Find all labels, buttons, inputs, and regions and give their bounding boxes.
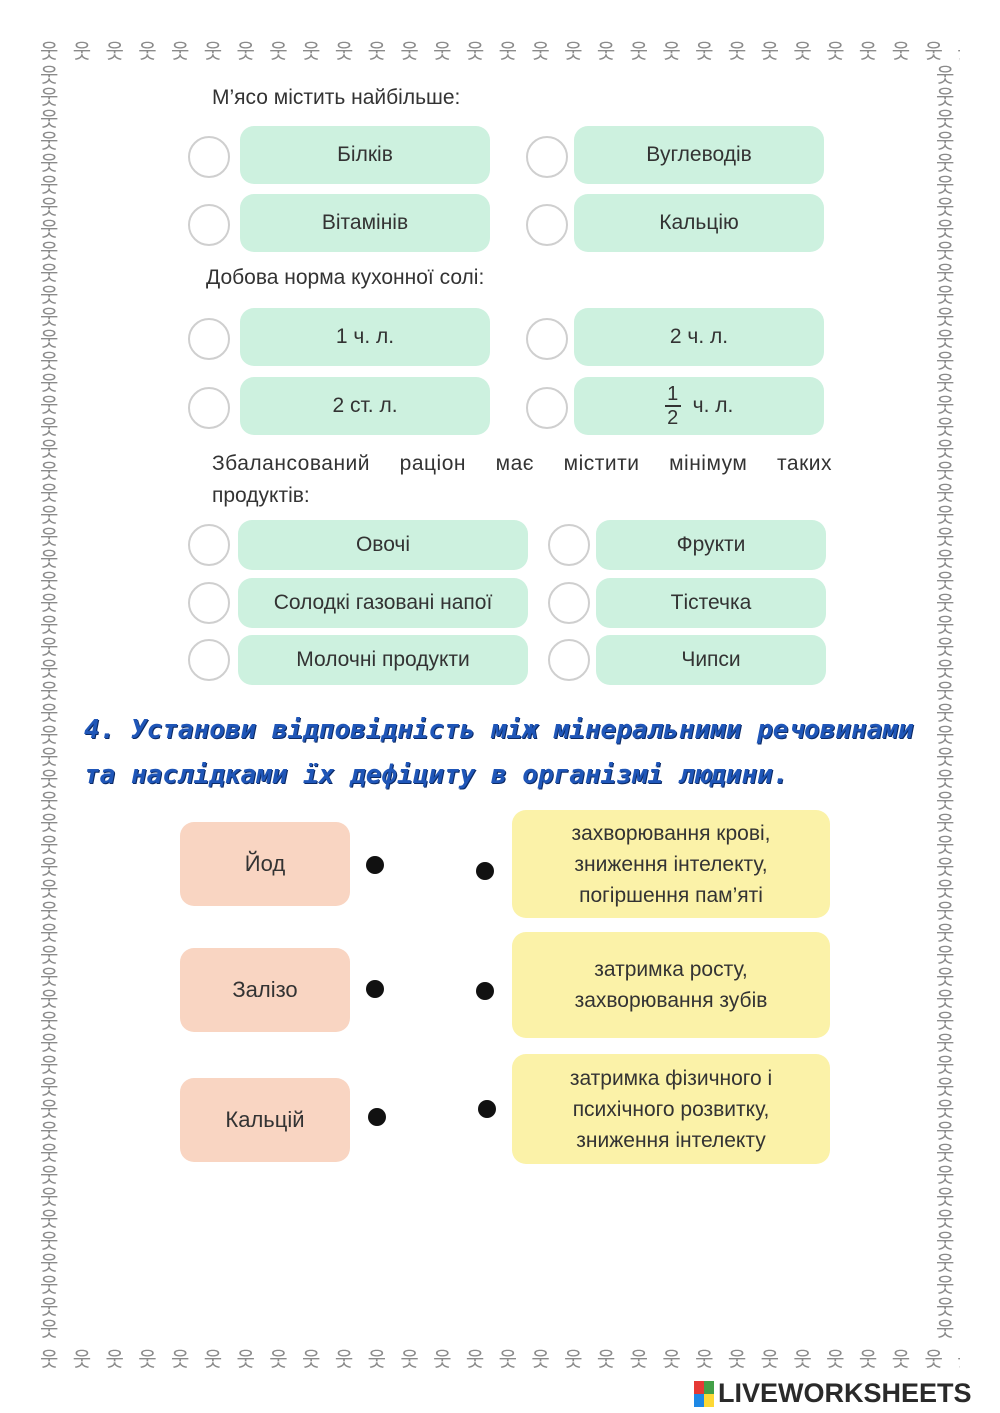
answer-option[interactable]: Молочні продукти [238, 635, 528, 685]
logo-icon-cell [694, 1393, 704, 1407]
mineral-box: Кальцій [180, 1078, 350, 1162]
match-dot-right[interactable] [478, 1100, 496, 1118]
answer-option[interactable]: Чипси [596, 635, 826, 685]
question-diet-line1: Збалансований раціон має містити мінімум… [212, 452, 832, 475]
answer-radio[interactable] [188, 318, 230, 360]
deficiency-line: погіршення пам’яті [579, 883, 763, 907]
task-heading: 4. Установи відповідність між мінеральни… [84, 708, 944, 798]
answer-checkbox[interactable] [548, 582, 590, 624]
answer-option[interactable]: Кальцію [574, 194, 824, 252]
border-top: 웃 웃 웃 웃 웃 웃 웃 웃 웃 웃 웃 웃 웃 웃 웃 웃 웃 웃 웃 웃 … [40, 40, 960, 63]
logo-icon-cell [704, 1380, 714, 1394]
deficiency-box: захворювання крові, зниження інтелекту, … [512, 810, 830, 918]
deficiency-line: захворювання зубів [574, 989, 768, 1012]
answer-option[interactable]: Фрукти [596, 520, 826, 570]
answer-option[interactable]: 1 ч. л. [240, 308, 490, 366]
deficiency-line: захворювання крові, [571, 821, 771, 845]
answer-option[interactable]: 2 ч. л. [574, 308, 824, 366]
deficiency-line: затримка фізичного і [569, 1066, 773, 1090]
answer-radio[interactable] [188, 387, 230, 429]
logo-icon-cell [704, 1393, 714, 1407]
match-dot-left[interactable] [366, 980, 384, 998]
border-right: 웃웃웃웃웃웃웃웃웃웃웃웃웃웃웃웃웃웃웃웃웃웃웃웃웃웃웃웃웃웃웃웃웃웃웃웃웃웃웃웃… [936, 64, 955, 1341]
answer-checkbox[interactable] [188, 639, 230, 681]
match-dot-right[interactable] [476, 982, 494, 1000]
answer-option[interactable]: Білків [240, 126, 490, 184]
fraction-bar [664, 405, 681, 407]
question-salt: Добова норма кухонної солі: [206, 266, 485, 289]
deficiency-line: психічного розвитку, [572, 1097, 770, 1121]
answer-option[interactable]: 2 ст. л. [240, 377, 490, 435]
deficiency-box: затримка росту, захворювання зубів [512, 932, 830, 1038]
match-dot-left[interactable] [366, 856, 384, 874]
answer-radio[interactable] [188, 136, 230, 178]
mineral-box: Йод [180, 822, 350, 906]
answer-option[interactable]: Тістечка [596, 578, 826, 628]
answer-checkbox[interactable] [548, 524, 590, 566]
fraction-numerator: 1 [667, 383, 679, 405]
match-dot-right[interactable] [476, 862, 494, 880]
deficiency-line: зниження інтелекту [576, 1128, 766, 1152]
answer-checkbox[interactable] [548, 639, 590, 681]
task-heading-line1: 4. Установи відповідність між мінеральни… [84, 715, 914, 745]
logo-icon [694, 1380, 714, 1407]
mineral-box: Залізо [180, 948, 350, 1032]
deficiency-line: зниження інтелекту, [574, 852, 768, 876]
task-heading-line2: та наслідками їх дефіциту в організмі лю… [84, 760, 789, 790]
deficiency-line: затримка росту, [594, 958, 748, 981]
fraction-suffix: ч. л. [692, 394, 734, 417]
answer-radio[interactable] [526, 136, 568, 178]
deficiency-box: затримка фізичного і психічного розвитку… [512, 1054, 830, 1164]
border-bottom: 웃 웃 웃 웃 웃 웃 웃 웃 웃 웃 웃 웃 웃 웃 웃 웃 웃 웃 웃 웃 … [40, 1348, 960, 1371]
answer-option[interactable]: Овочі [238, 520, 528, 570]
logo-icon-cell [694, 1380, 704, 1394]
match-dot-left[interactable] [368, 1108, 386, 1126]
answer-option-fraction[interactable]: 1 2 ч. л. [574, 377, 824, 435]
answer-checkbox[interactable] [188, 524, 230, 566]
answer-radio[interactable] [526, 387, 568, 429]
answer-option[interactable]: Солодкі газовані напої [238, 578, 528, 628]
logo-text: LIVEWORKSHEETS [718, 1378, 972, 1408]
fraction: 1 2 [664, 383, 681, 429]
answer-radio[interactable] [526, 204, 568, 246]
answer-checkbox[interactable] [188, 582, 230, 624]
answer-option[interactable]: Вітамінів [240, 194, 490, 252]
answer-option[interactable]: Вуглеводів [574, 126, 824, 184]
question-diet-line2: продуктів: [212, 484, 310, 507]
question-meat: М’ясо містить найбільше: [212, 86, 461, 109]
border-left: 웃웃웃웃웃웃웃웃웃웃웃웃웃웃웃웃웃웃웃웃웃웃웃웃웃웃웃웃웃웃웃웃웃웃웃웃웃웃웃웃… [40, 64, 59, 1341]
fraction-denominator: 2 [667, 407, 679, 429]
answer-radio[interactable] [188, 204, 230, 246]
liveworksheets-logo[interactable]: LIVEWORKSHEETS [694, 1378, 972, 1409]
answer-radio[interactable] [526, 318, 568, 360]
